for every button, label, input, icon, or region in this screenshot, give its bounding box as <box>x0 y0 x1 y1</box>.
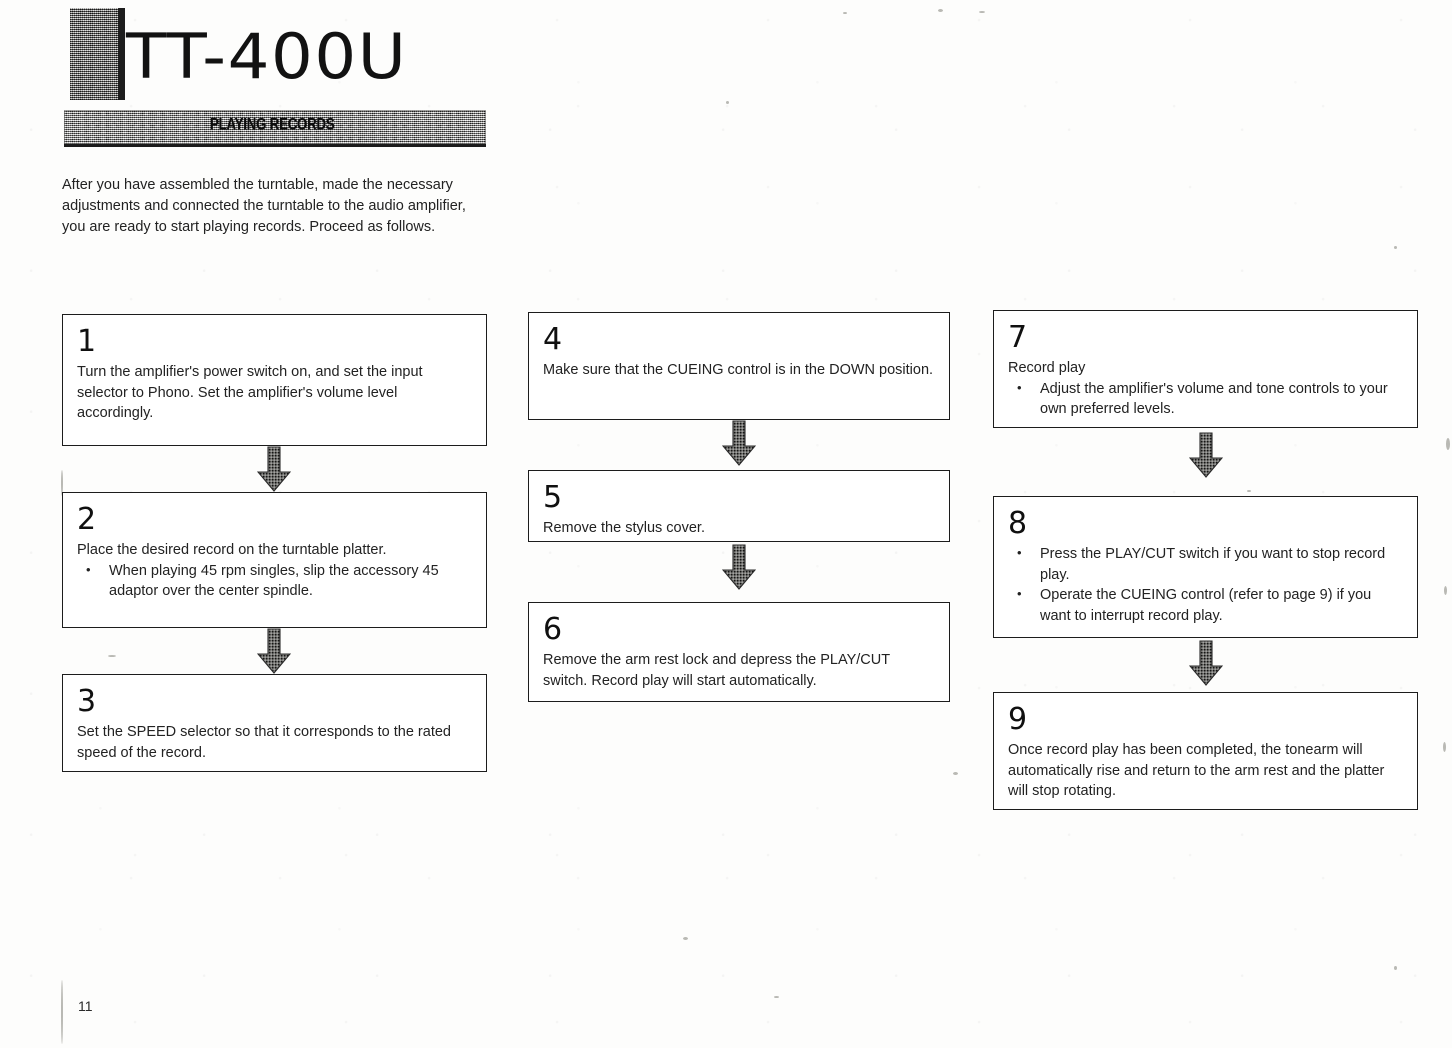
flow-arrow-down-icon <box>722 420 756 466</box>
step-2-bullets: When playing 45 rpm singles, slip the ac… <box>77 560 472 602</box>
step-text-6: Remove the arm rest lock and depress the… <box>543 652 890 689</box>
flow-arrow-down-icon <box>257 628 291 674</box>
step-number-5: 5 <box>543 480 563 515</box>
step-body-8: Press the PLAY/CUT switch if you want to… <box>1008 543 1403 626</box>
step-number-2: 2 <box>77 502 97 537</box>
step-7-bullets: Adjust the amplifier's volume and tone c… <box>1008 378 1403 420</box>
step-8-bullets: Press the PLAY/CUT switch if you want to… <box>1008 543 1403 626</box>
intro-text: After you have assembled the turntable, … <box>62 177 466 235</box>
step-body-9: Once record play has been completed, the… <box>1008 740 1403 802</box>
model-title: TT-400U <box>126 20 408 93</box>
step-box-1: 1 Turn the amplifier's power switch on, … <box>62 314 487 446</box>
step-text-7: Record play <box>1008 360 1086 376</box>
step-number-8: 8 <box>1008 506 1028 541</box>
flow-arrow-down-icon <box>1189 640 1223 686</box>
section-title-label: PLAYING RECORDS <box>210 115 335 135</box>
step-text-1: Turn the amplifier's power switch on, an… <box>77 364 423 421</box>
list-item: Press the PLAY/CUT switch if you want to… <box>1008 543 1403 585</box>
step-body-6: Remove the arm rest lock and depress the… <box>543 650 935 691</box>
step-text-4: Make sure that the CUEING control is in … <box>543 362 934 378</box>
step-text-3: Set the SPEED selector so that it corres… <box>77 724 451 761</box>
flow-arrow-down-icon <box>257 446 291 492</box>
step-number-3: 3 <box>77 684 97 719</box>
step-box-3: 3 Set the SPEED selector so that it corr… <box>62 674 487 772</box>
step-text-2: Place the desired record on the turntabl… <box>77 542 387 558</box>
step-body-4: Make sure that the CUEING control is in … <box>543 360 935 381</box>
flow-arrow-down-icon <box>1189 432 1223 478</box>
step-body-5: Remove the stylus cover. <box>543 518 935 539</box>
flow-arrow-down-icon <box>722 544 756 590</box>
intro-paragraph: After you have assembled the turntable, … <box>62 175 492 238</box>
step-text-5: Remove the stylus cover. <box>543 520 705 536</box>
step-text-9: Once record play has been completed, the… <box>1008 742 1385 799</box>
step-box-4: 4 Make sure that the CUEING control is i… <box>528 312 950 420</box>
list-item: Adjust the amplifier's volume and tone c… <box>1008 378 1403 420</box>
step-body-3: Set the SPEED selector so that it corres… <box>77 722 472 763</box>
section-title-band: PLAYING RECORDS <box>64 110 486 147</box>
step-box-2: 2 Place the desired record on the turnta… <box>62 492 487 628</box>
step-box-7: 7 Record play Adjust the amplifier's vol… <box>993 310 1418 428</box>
step-box-9: 9 Once record play has been completed, t… <box>993 692 1418 810</box>
page-number: 11 <box>78 998 93 1014</box>
step-number-9: 9 <box>1008 702 1028 737</box>
step-box-5: 5 Remove the stylus cover. <box>528 470 950 542</box>
brand-logo-icon <box>70 8 125 100</box>
step-box-8: 8 Press the PLAY/CUT switch if you want … <box>993 496 1418 638</box>
step-body-1: Turn the amplifier's power switch on, an… <box>77 362 472 424</box>
list-item: When playing 45 rpm singles, slip the ac… <box>77 560 472 602</box>
step-body-2: Place the desired record on the turntabl… <box>77 540 472 602</box>
step-number-1: 1 <box>77 324 97 359</box>
step-box-6: 6 Remove the arm rest lock and depress t… <box>528 602 950 702</box>
step-number-4: 4 <box>543 322 563 357</box>
step-number-7: 7 <box>1008 320 1028 355</box>
step-body-7: Record play Adjust the amplifier's volum… <box>1008 358 1403 420</box>
list-item: Operate the CUEING control (refer to pag… <box>1008 584 1403 626</box>
step-number-6: 6 <box>543 612 563 647</box>
